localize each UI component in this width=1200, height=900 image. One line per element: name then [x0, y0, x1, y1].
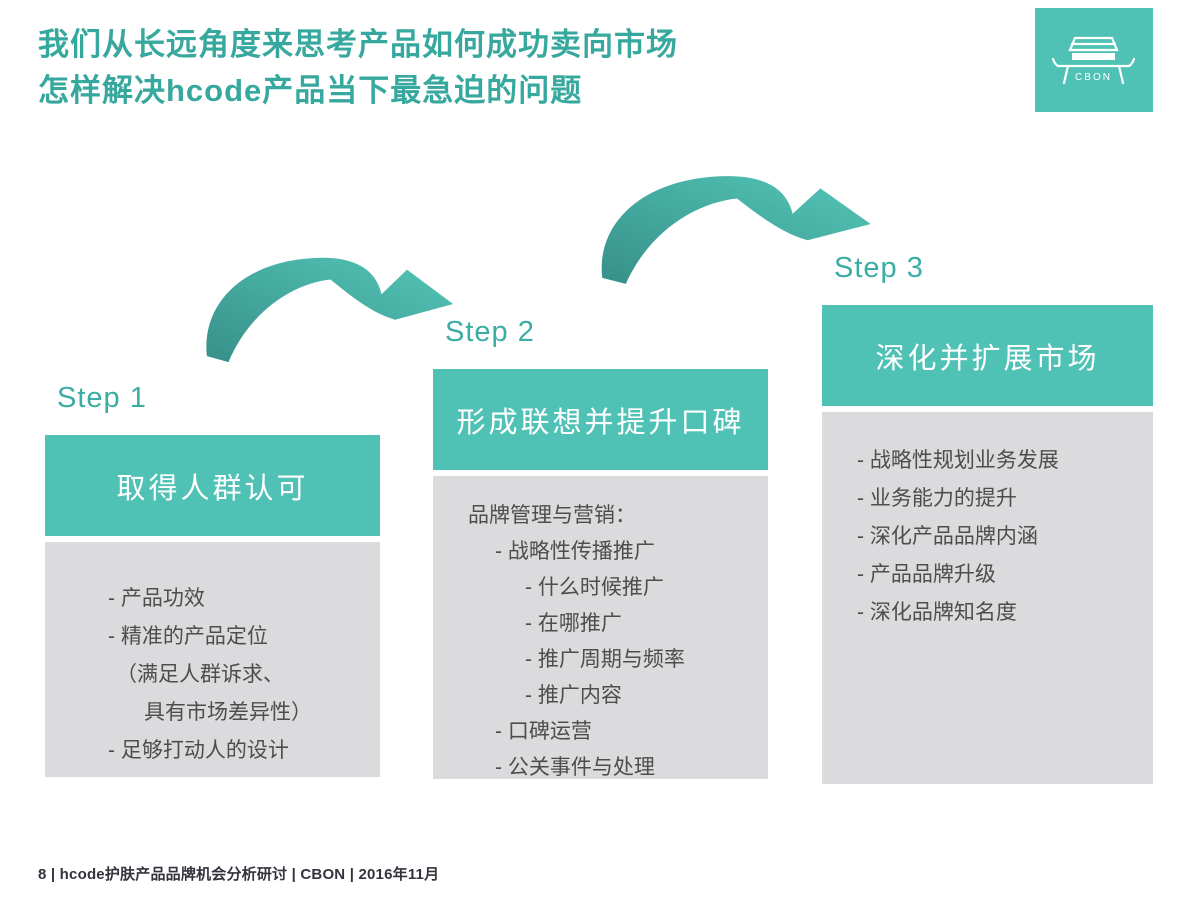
list-item: - 业务能力的提升: [857, 487, 1017, 510]
title-line-2: 怎样解决hcode产品当下最急迫的问题: [38, 73, 583, 108]
list-item: - 什么时候推广: [525, 576, 664, 599]
step-1-body: - 产品功效 - 精准的产品定位 （满足人群诉求、 具有市场差异性） - 足够打…: [45, 542, 380, 777]
list-item: （满足人群诉求、: [116, 663, 284, 686]
step-1-column: Step 1 取得人群认可 - 产品功效 - 精准的产品定位 （满足人群诉求、 …: [45, 382, 380, 777]
list-item: - 推广周期与频率: [525, 648, 685, 671]
slide-footer: 8 | hcode护肤产品品牌机会分析研讨 | CBON | 2016年11月: [38, 866, 440, 883]
list-item: - 产品功效: [108, 587, 205, 610]
list-item: - 精准的产品定位: [108, 625, 268, 648]
list-item: - 战略性传播推广: [495, 540, 655, 563]
step-2-body: 品牌管理与营销： - 战略性传播推广 - 什么时候推广 - 在哪推广 - 推广周…: [433, 476, 768, 779]
step-3-column: Step 3 深化并扩展市场 - 战略性规划业务发展 - 业务能力的提升 - 深…: [822, 252, 1153, 784]
step-2-column: Step 2 形成联想并提升口碑 品牌管理与营销： - 战略性传播推广 - 什么…: [433, 316, 768, 779]
curved-arrow-2-icon: [598, 166, 876, 288]
curved-arrow-1-icon: [203, 248, 458, 366]
list-item: - 产品品牌升级: [857, 563, 996, 586]
step-2-label: Step 2: [445, 316, 535, 348]
list-item: - 口碑运营: [495, 720, 592, 743]
title-line-1: 我们从长远角度来思考产品如何成功卖向市场: [38, 27, 678, 62]
list-item: - 深化品牌知名度: [857, 601, 1017, 624]
list-item: - 深化产品品牌内涵: [857, 525, 1038, 548]
list-item: - 公关事件与处理: [495, 756, 655, 779]
cbon-logo: CBON: [1035, 8, 1153, 112]
step-2-header: 形成联想并提升口碑: [433, 369, 768, 470]
list-item: - 在哪推广: [525, 612, 622, 635]
step-3-label: Step 3: [834, 252, 924, 284]
list-item: 具有市场差异性）: [144, 701, 312, 724]
list-item: - 足够打动人的设计: [108, 739, 289, 762]
step-1-label: Step 1: [57, 382, 147, 414]
page-title: 我们从长远角度来思考产品如何成功卖向市场 怎样解决hcode产品当下最急迫的问题: [38, 22, 678, 114]
logo-text: CBON: [1075, 72, 1112, 83]
step-3-header: 深化并扩展市场: [822, 305, 1153, 406]
step-1-header: 取得人群认可: [45, 435, 380, 536]
list-item: - 推广内容: [525, 684, 622, 707]
step-3-body: - 战略性规划业务发展 - 业务能力的提升 - 深化产品品牌内涵 - 产品品牌升…: [822, 412, 1153, 784]
gate-icon: CBON: [1051, 36, 1136, 85]
list-item: - 战略性规划业务发展: [857, 449, 1059, 472]
list-item: 品牌管理与营销：: [468, 504, 636, 527]
